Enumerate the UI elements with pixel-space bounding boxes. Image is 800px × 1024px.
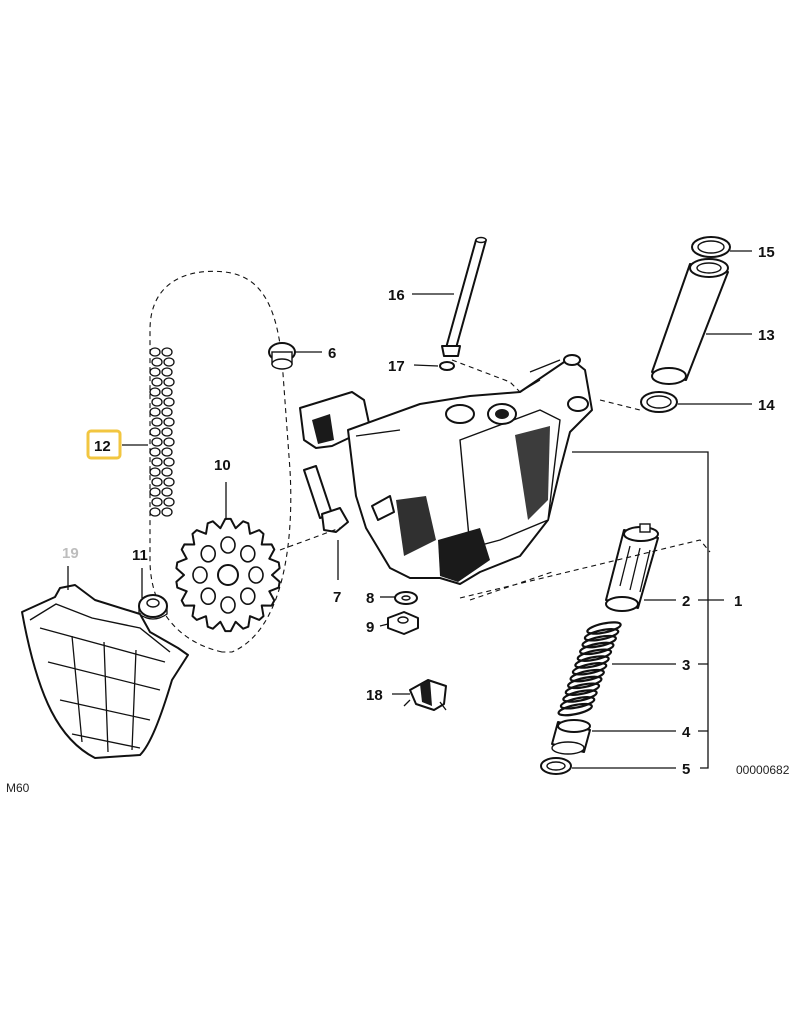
oil-pump-body[interactable] <box>347 354 593 585</box>
hex-nut[interactable] <box>387 611 419 635</box>
sprocket[interactable] <box>175 517 281 633</box>
assembly-guide-lines <box>279 359 711 601</box>
sprocket-nut[interactable] <box>138 594 168 620</box>
hex-bolt[interactable] <box>303 465 349 533</box>
callout-16[interactable]: 16 <box>388 287 405 304</box>
callout-11[interactable]: 11 <box>132 547 148 564</box>
callout-6[interactable]: 6 <box>328 345 336 362</box>
plug-screw[interactable] <box>268 342 296 370</box>
callout-8[interactable]: 8 <box>366 590 374 607</box>
callout-17[interactable]: 17 <box>388 358 405 375</box>
callout-9[interactable]: 9 <box>366 619 374 636</box>
chain-loop-outline <box>149 270 292 653</box>
callout-15[interactable]: 15 <box>758 244 775 261</box>
oil-pipe[interactable] <box>441 236 487 357</box>
callout-2[interactable]: 2 <box>682 593 690 610</box>
pipe-seal-ring[interactable] <box>439 361 455 371</box>
relief-piston[interactable] <box>605 523 659 612</box>
callout-19[interactable]: 19 <box>62 545 79 562</box>
clip[interactable] <box>403 679 447 711</box>
callout-5[interactable]: 5 <box>682 761 690 778</box>
relief-spring[interactable] <box>557 620 622 717</box>
o-ring-top[interactable] <box>691 236 731 258</box>
o-ring-bottom[interactable] <box>640 391 678 413</box>
callout-12-highlight <box>86 429 122 460</box>
callout-12[interactable]: 12 <box>94 438 111 455</box>
callout-3[interactable]: 3 <box>682 657 690 674</box>
spring-sleeve[interactable] <box>551 719 591 755</box>
suction-pipe[interactable] <box>651 258 729 385</box>
leader-lines <box>67 250 752 769</box>
engine-code-label: M60 <box>6 781 30 795</box>
callout-7[interactable]: 7 <box>333 589 341 606</box>
callout-1[interactable]: 1 <box>734 593 742 610</box>
diagram-id-label: 00000682 <box>736 763 790 777</box>
sprocket-holes <box>192 536 264 614</box>
chain-links <box>149 347 175 517</box>
callout-18[interactable]: 18 <box>366 687 383 704</box>
callout-14[interactable]: 14 <box>758 397 775 414</box>
circlip[interactable] <box>540 757 572 775</box>
callout-4[interactable]: 4 <box>682 724 691 741</box>
callout-13[interactable]: 13 <box>758 327 775 344</box>
sprocket-hub <box>217 564 239 586</box>
washer[interactable] <box>394 591 418 605</box>
timing-chain[interactable] <box>149 347 175 517</box>
callout-10[interactable]: 10 <box>214 457 231 474</box>
chain-guard[interactable] <box>21 584 189 759</box>
